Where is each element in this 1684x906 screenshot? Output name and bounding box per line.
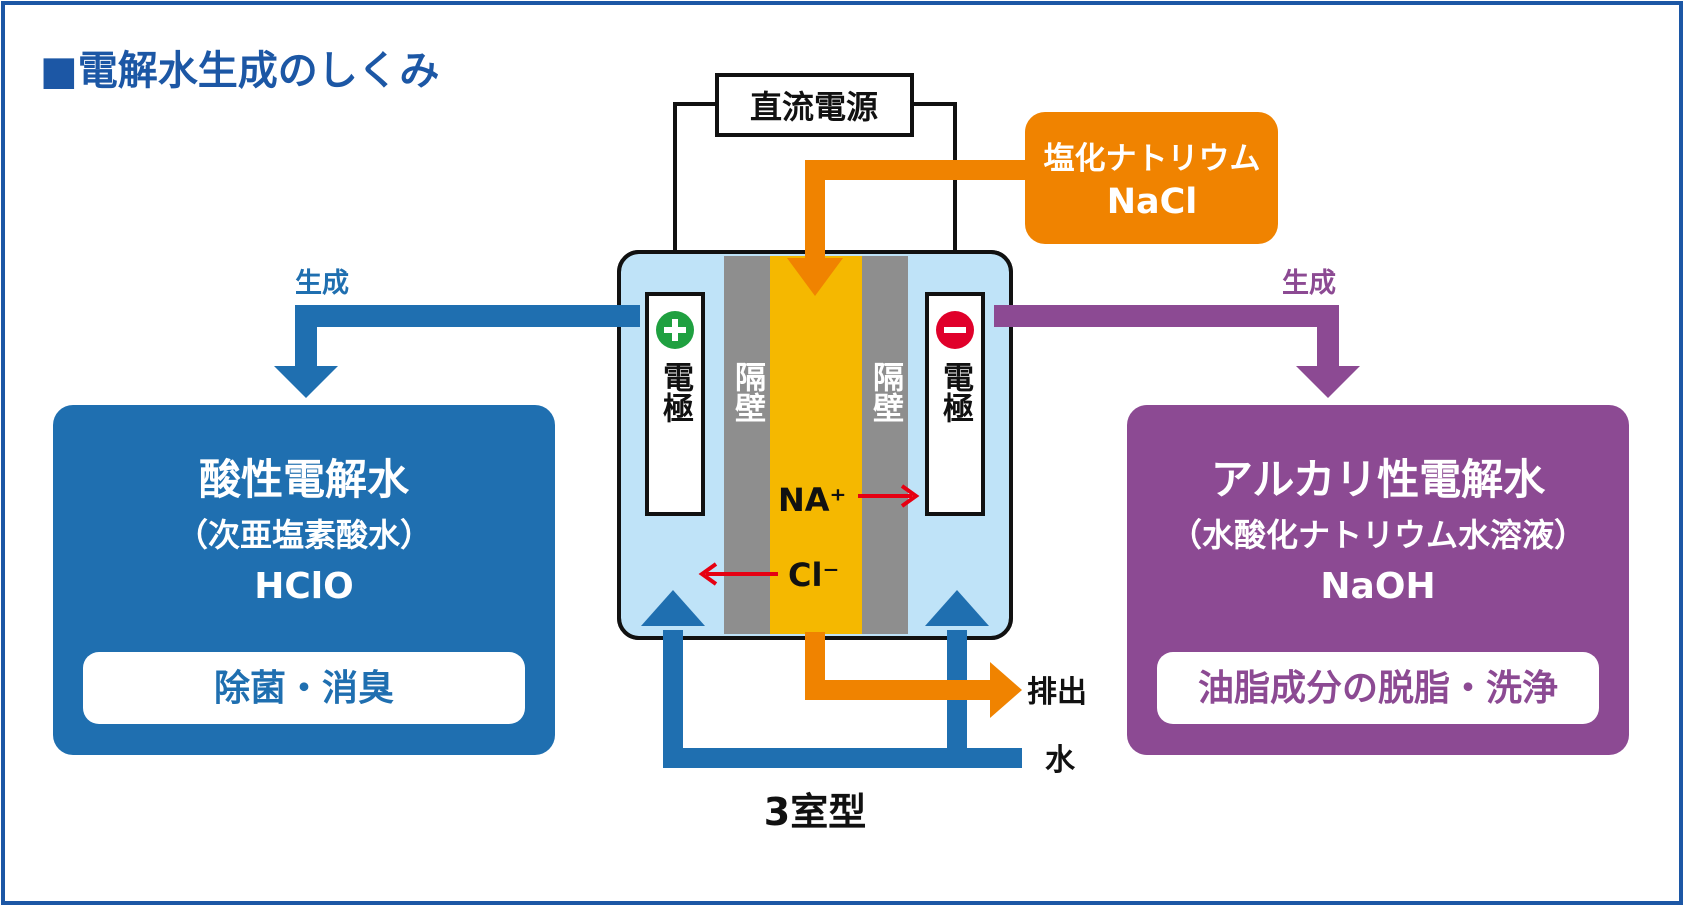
salt-box	[1025, 112, 1278, 244]
membrane-left	[724, 256, 770, 634]
alkaline-water-use: 油脂成分の脱脂・洗浄	[1198, 668, 1558, 709]
acid-produce-label: 生成	[295, 268, 349, 299]
acid-produce-arrow	[295, 305, 640, 370]
water-inflow-left	[663, 630, 1022, 768]
acid-water-use-pill	[83, 652, 525, 724]
alkaline-produce-arrow	[994, 305, 1339, 370]
electrode-left-label: 電極	[657, 361, 694, 423]
discharge-arrow	[805, 632, 990, 700]
acid-produce-arrowhead	[274, 366, 338, 398]
electrode-right-label: 電極	[937, 361, 974, 423]
acid-water-title: 酸性電解水	[199, 455, 410, 504]
acid-water-use: 除菌・消臭	[214, 668, 394, 709]
alkaline-water-use-pill	[1157, 652, 1599, 724]
cell-type-label: 3室型	[764, 790, 866, 834]
membrane-right	[862, 256, 908, 634]
alkaline-water-title: アルカリ性電解水	[1211, 455, 1546, 504]
membrane-right-label: 隔壁	[867, 361, 904, 423]
water-arrowhead-left	[641, 590, 705, 626]
salt-formula: NaCl	[1107, 182, 1198, 222]
sodium-ion-label: NA⁺	[778, 481, 846, 519]
alkaline-produce-arrowhead	[1296, 366, 1360, 398]
salt-label: 塩化ナトリウム	[1044, 141, 1261, 177]
discharge-label: 排出	[1027, 675, 1087, 710]
alkaline-water-subtitle: （水酸化ナトリウム水溶液）	[1170, 516, 1586, 554]
acid-water-subtitle: （次亜塩素酸水）	[176, 516, 432, 554]
salt-inflow-arrowhead	[787, 258, 843, 296]
power-supply-label: 直流電源	[750, 88, 878, 126]
membrane-left-label: 隔壁	[729, 361, 766, 423]
wire-right	[910, 102, 957, 296]
alkaline-water-formula: NaOH	[1320, 566, 1435, 607]
chloride-ion-label: Cl⁻	[788, 556, 839, 594]
salt-inflow-arrow	[805, 160, 1025, 258]
center-chamber	[770, 256, 862, 634]
page-title: ■電解水生成のしくみ	[40, 48, 439, 94]
water-arrowhead-right	[925, 590, 989, 626]
power-supply-box	[715, 73, 914, 137]
alkaline-produce-label: 生成	[1282, 268, 1336, 299]
discharge-arrowhead	[990, 662, 1022, 718]
acid-water-formula: HClO	[254, 566, 354, 607]
water-label: 水	[1045, 743, 1076, 778]
